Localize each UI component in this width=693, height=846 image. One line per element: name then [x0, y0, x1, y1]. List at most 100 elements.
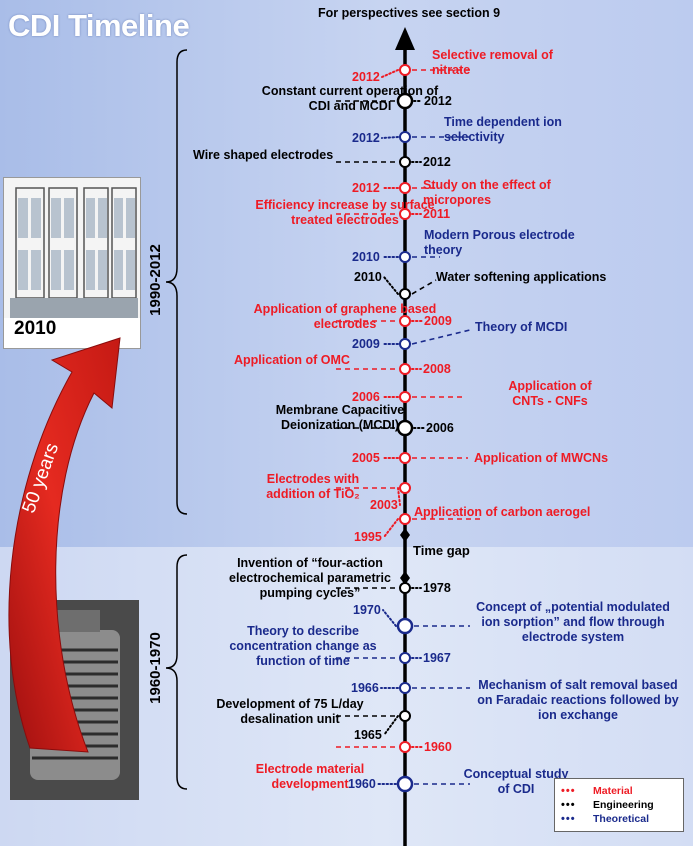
- event-year: 2006: [426, 421, 454, 435]
- year-connector: [383, 715, 399, 736]
- event-description: Water softening applications: [436, 270, 606, 285]
- year-connector: [382, 609, 397, 627]
- event-description-line: micropores: [423, 193, 492, 207]
- timeline-node: [399, 452, 411, 464]
- event-year: 2003: [370, 498, 398, 512]
- year-connector: [397, 487, 401, 506]
- event-year: 2012: [423, 155, 451, 169]
- timeline-node: [396, 617, 414, 635]
- event-year: 2012: [424, 94, 452, 108]
- event-year: 2012: [352, 70, 380, 84]
- event-description-line: Time dependent ion: [444, 115, 562, 129]
- event-description-line: on Faradaic reactions followed by: [477, 693, 679, 707]
- event-year: 2008: [423, 362, 451, 376]
- event-connector: [411, 329, 471, 345]
- event-description-line: theory: [424, 243, 463, 257]
- event-description: Application of carbon aerogel: [414, 505, 590, 520]
- event-year: 2011: [423, 207, 451, 221]
- event-description-line: electrodes: [313, 317, 377, 331]
- event-year: 2010: [352, 250, 380, 264]
- event-description-line: pumping cycles”: [259, 586, 361, 600]
- timeline-node: [399, 288, 411, 300]
- event-description: Application of MWCNs: [474, 451, 608, 466]
- event-description-line: CDI and MCDI: [308, 99, 392, 113]
- event-description-line: Wire shaped electrodes: [193, 148, 334, 162]
- timeline-node: [399, 513, 411, 525]
- event-year: 1960: [424, 740, 452, 754]
- event-year: 1995: [354, 530, 382, 544]
- event-description-line: Water softening applications: [436, 270, 607, 284]
- event-year: 1966: [351, 681, 379, 695]
- event-description-line: function of time: [256, 654, 350, 668]
- timeline-node: [399, 208, 411, 220]
- event-description-line: Deionization (MCDI): [280, 418, 400, 432]
- time-gap-label: Time gap: [413, 543, 470, 558]
- event-description-line: Application of graphene based: [253, 302, 437, 316]
- event-description-line: Selective removal of: [432, 48, 553, 62]
- timeline-node: [399, 391, 411, 403]
- event-description-line: selectivity: [444, 130, 505, 144]
- event-description-line: Application of MWCNs: [474, 451, 609, 465]
- timeline-node: [399, 682, 411, 694]
- timeline-node: [399, 156, 411, 168]
- page-title: CDI Timeline: [8, 8, 190, 43]
- legend-theoretical: •••Theoretical: [561, 813, 650, 825]
- event-description-line: Modern Porous electrode: [424, 228, 575, 242]
- event-description-line: concentration change as: [229, 639, 377, 653]
- legend: •••Material •••Engineering •••Theoretica…: [554, 778, 684, 832]
- photo-2010-cdi-units: 2010: [3, 177, 141, 349]
- timeline-node: [399, 741, 411, 753]
- timeline-node: [396, 92, 414, 110]
- event-description-line: development: [271, 777, 349, 791]
- photo-1960-cdi-cell: 1960: [10, 600, 139, 800]
- event-description-line: electrochemical parametric: [229, 571, 391, 585]
- timeline-node: [399, 131, 411, 143]
- event-year: 1978: [423, 581, 451, 595]
- year-connector: [381, 69, 399, 78]
- event-year: 2012: [352, 181, 380, 195]
- brace-1960-1970: [165, 554, 188, 790]
- timeline-node: [399, 482, 411, 494]
- event-description-line: Conceptual study: [463, 767, 569, 781]
- legend-material: •••Material: [561, 785, 633, 797]
- event-description-line: Invention of “four-action: [237, 556, 383, 570]
- event-year: 2010: [354, 270, 382, 284]
- time-gap-marker-top: [400, 528, 410, 542]
- event-description-line: ion sorption” and flow through: [481, 615, 665, 629]
- event-description-line: Electrodes with: [266, 472, 360, 486]
- year-connector: [383, 518, 399, 538]
- event-description-line: nitrate: [432, 63, 471, 77]
- timeline-node: [399, 182, 411, 194]
- event-connector: [411, 279, 437, 295]
- event-description: Wire shaped electrodes: [193, 148, 333, 163]
- event-description-line: Theory to describe: [247, 624, 359, 638]
- event-description-line: Study on the effect of: [423, 178, 551, 192]
- event-description-line: Application of: [508, 379, 592, 393]
- timeline-node: [399, 652, 411, 664]
- timeline-node: [399, 710, 411, 722]
- timeline-node: [399, 64, 411, 76]
- event-description-line: Electrode material: [255, 762, 365, 776]
- timeline-node: [399, 315, 411, 327]
- event-description-line: Theory of MCDI: [475, 320, 568, 334]
- event-description-line: Concept of „potential modulated: [476, 600, 670, 614]
- event-description-line: Application of carbon aerogel: [414, 505, 591, 519]
- perspectives-note: For perspectives see section 9: [318, 6, 501, 20]
- event-year: 2009: [424, 314, 452, 328]
- timeline-node: [399, 251, 411, 263]
- event-year: 1970: [353, 603, 381, 617]
- event-description-line: Constant current operation of: [261, 84, 439, 98]
